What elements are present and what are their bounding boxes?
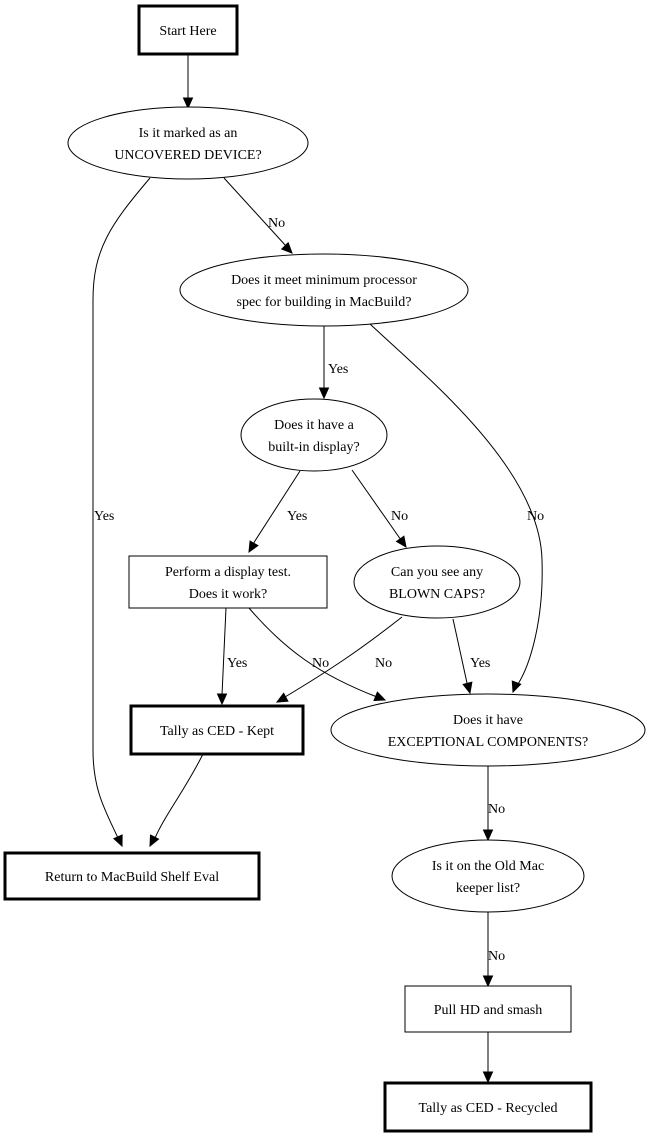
edge-line bbox=[223, 177, 287, 247]
node-label: BLOWN CAPS? bbox=[389, 587, 485, 602]
edge-blown_caps-to-exceptional: Yes bbox=[452, 618, 490, 695]
arrowhead-icon bbox=[482, 975, 494, 988]
edge-line bbox=[154, 753, 204, 839]
edge-line bbox=[351, 469, 402, 541]
edge-start-to-uncovered bbox=[182, 54, 194, 110]
arrowhead-icon bbox=[373, 691, 387, 702]
node-return-shelf: Return to MacBuild Shelf Eval bbox=[3, 851, 261, 901]
arrowhead-icon bbox=[275, 692, 289, 703]
node-label: Return to MacBuild Shelf Eval bbox=[45, 870, 219, 885]
edge-min_spec-to-builtin_display: Yes bbox=[318, 326, 348, 400]
arrowhead-icon bbox=[511, 680, 522, 694]
node-start: Start Here bbox=[137, 4, 239, 56]
node-label: EXCEPTIONAL COMPONENTS? bbox=[388, 735, 589, 750]
node-label: Perform a display test. bbox=[165, 565, 291, 580]
edge-label: Yes bbox=[470, 656, 490, 671]
node-label: Does it work? bbox=[189, 587, 268, 602]
node-pull-hd: Pull HD and smash bbox=[404, 985, 572, 1033]
edge-line bbox=[252, 470, 301, 545]
node-min-spec: Does it meet minimum processor spec for b… bbox=[179, 253, 469, 327]
process-shape bbox=[404, 985, 572, 1033]
process-shape bbox=[383, 1081, 593, 1133]
arrowhead-icon bbox=[248, 540, 259, 554]
node-label: built-in display? bbox=[268, 440, 359, 455]
arrowhead-icon bbox=[182, 97, 194, 110]
arrowhead-icon bbox=[318, 387, 330, 400]
edge-line bbox=[92, 177, 151, 839]
edge-label: No bbox=[375, 656, 392, 671]
node-label: Pull HD and smash bbox=[434, 1003, 543, 1018]
edge-display_test-to-exceptional: No bbox=[248, 607, 387, 702]
process-shape bbox=[137, 4, 239, 56]
edge-label: Yes bbox=[328, 362, 348, 377]
edge-tally_kept-to-return_shelf bbox=[149, 753, 204, 848]
decision-shape bbox=[391, 839, 585, 913]
node-label: spec for building in MacBuild? bbox=[237, 295, 412, 310]
node-label: Tally as CED - Recycled bbox=[419, 1101, 558, 1116]
process-shape bbox=[128, 555, 328, 609]
process-shape bbox=[129, 704, 305, 756]
node-label: keeper list? bbox=[456, 881, 520, 896]
node-builtin-display: Does it have a built-in display? bbox=[240, 398, 388, 472]
arrowhead-icon bbox=[112, 834, 123, 848]
edge-label: No bbox=[488, 802, 505, 817]
edge-blown_caps-to-tally_kept: No bbox=[275, 616, 403, 703]
edge-keeper_list-to-pull_hd: No bbox=[482, 912, 505, 988]
edge-display_test-to-tally_kept: Yes bbox=[216, 607, 247, 706]
arrowhead-icon bbox=[482, 829, 494, 842]
decision-shape bbox=[240, 398, 388, 472]
edge-label: No bbox=[488, 949, 505, 964]
edge-line bbox=[452, 618, 468, 684]
edge-line bbox=[369, 323, 543, 685]
edge-uncovered-to-min_spec: No bbox=[223, 177, 293, 254]
edge-min_spec-to-exceptional: No bbox=[369, 323, 544, 694]
node-label: Is it on the Old Mac bbox=[432, 859, 544, 874]
decision-shape bbox=[353, 545, 521, 619]
node-display-test: Perform a display test. Does it work? bbox=[128, 555, 328, 609]
arrowhead-icon bbox=[216, 693, 228, 706]
node-label: Can you see any bbox=[391, 565, 483, 580]
edge-label: No bbox=[268, 216, 285, 231]
arrowhead-icon bbox=[395, 535, 407, 548]
edge-label: Yes bbox=[94, 509, 114, 524]
node-uncovered: Is it marked as an UNCOVERED DEVICE? bbox=[67, 106, 309, 180]
arrowhead-icon bbox=[462, 681, 473, 695]
node-label: UNCOVERED DEVICE? bbox=[114, 148, 261, 163]
node-tally-kept: Tally as CED - Kept bbox=[129, 704, 305, 756]
process-shape bbox=[3, 851, 261, 901]
edge-label: No bbox=[391, 509, 408, 524]
node-tally-recycled: Tally as CED - Recycled bbox=[383, 1081, 593, 1133]
edge-pull_hd-to-tally_recycled bbox=[482, 1032, 494, 1084]
node-label: Does it have bbox=[453, 713, 523, 728]
edge-label: No bbox=[312, 656, 329, 671]
edge-label: Yes bbox=[227, 656, 247, 671]
node-label: Tally as CED - Kept bbox=[160, 724, 274, 739]
node-label: Is it marked as an bbox=[139, 126, 238, 141]
edge-line bbox=[284, 616, 403, 698]
decision-shape bbox=[179, 253, 469, 327]
node-label: Does it have a bbox=[274, 418, 354, 433]
edge-line bbox=[221, 607, 227, 696]
edge-builtin_display-to-blown_caps: No bbox=[351, 469, 408, 548]
edge-exceptional-to-keeper_list: No bbox=[482, 766, 505, 842]
decision-shape bbox=[330, 693, 646, 767]
node-label: Start Here bbox=[159, 24, 216, 39]
edge-label: No bbox=[527, 509, 544, 524]
node-keeper-list: Is it on the Old Mac keeper list? bbox=[391, 839, 585, 913]
arrowhead-icon bbox=[280, 241, 293, 254]
edge-builtin_display-to-display_test: Yes bbox=[248, 470, 307, 554]
edge-line bbox=[248, 607, 378, 698]
node-label: Does it meet minimum processor bbox=[231, 273, 417, 288]
decision-shape bbox=[67, 106, 309, 180]
edge-label: Yes bbox=[287, 509, 307, 524]
edge-uncovered-to-return_shelf: Yes bbox=[92, 177, 151, 848]
arrowhead-icon bbox=[482, 1071, 494, 1084]
arrowhead-icon bbox=[149, 834, 160, 848]
